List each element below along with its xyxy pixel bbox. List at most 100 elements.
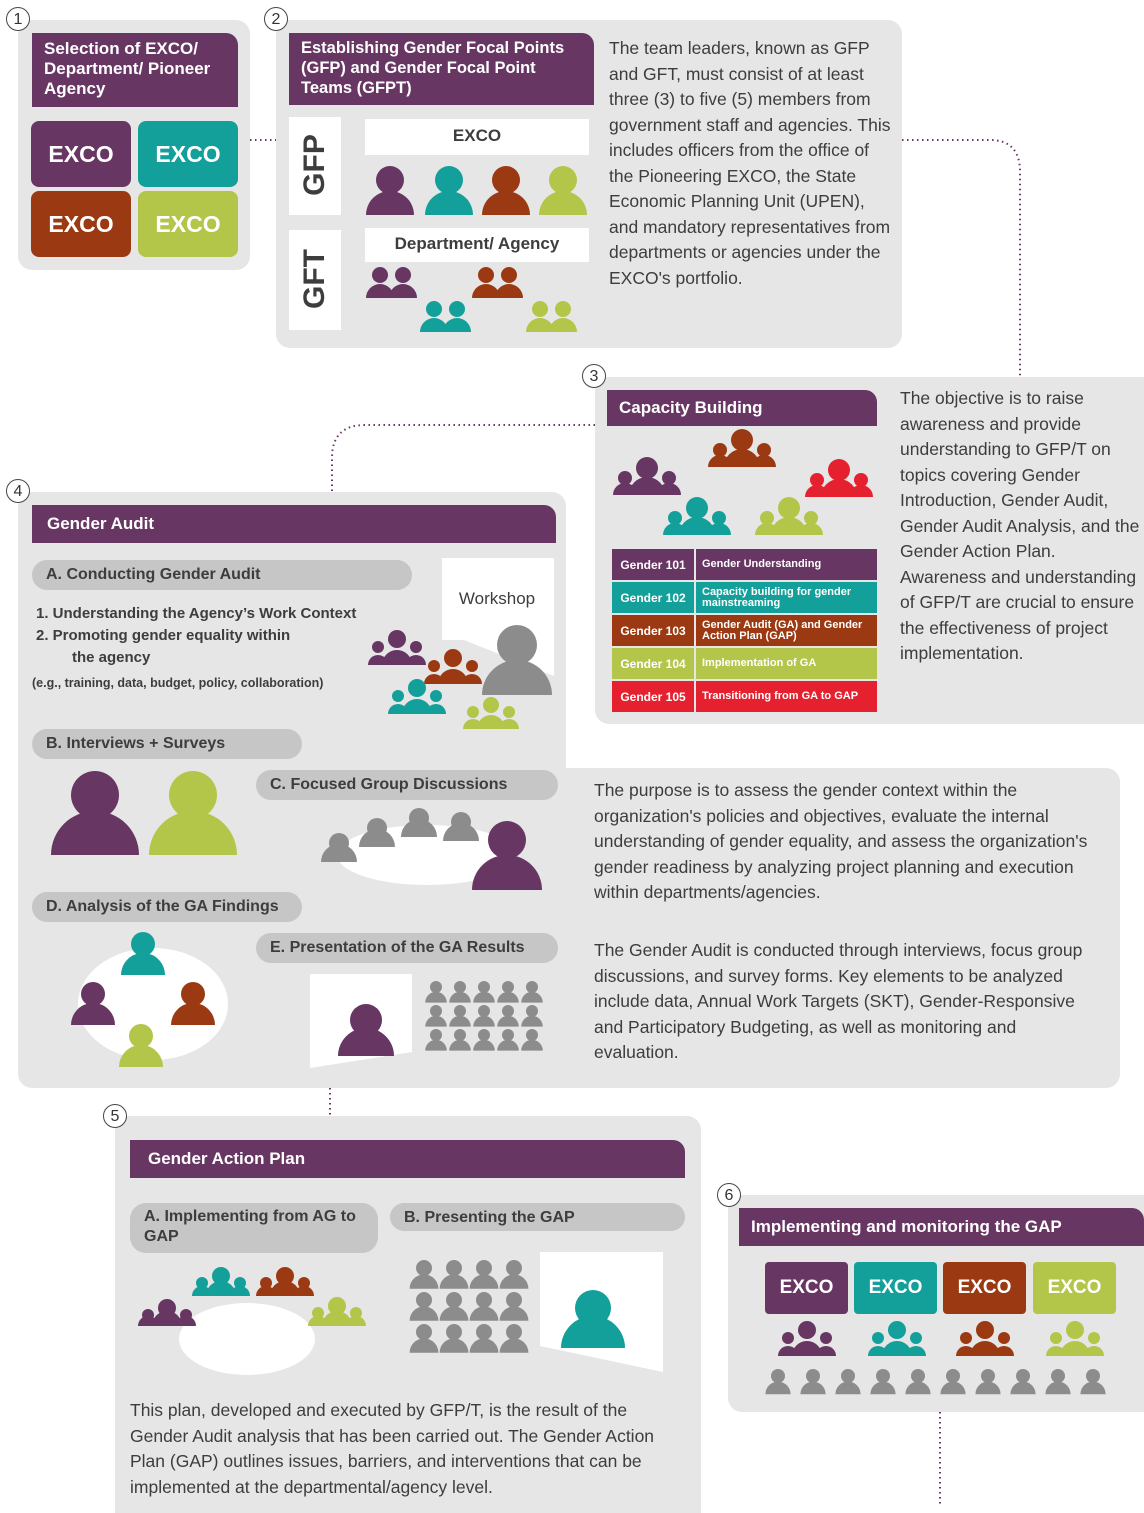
step-a-note: (e.g., training, data, budget, policy, c… <box>32 676 324 690</box>
person-icon-body <box>439 1274 469 1289</box>
person-icon-body <box>497 1015 519 1027</box>
person-icon <box>478 981 490 993</box>
person-icon <box>806 1369 820 1383</box>
step1-tile-lime: EXCO <box>138 191 238 257</box>
step-a-item-2-cont: the agency <box>72 649 151 666</box>
person-icon-body <box>905 1381 931 1395</box>
module-topic: Transitioning from GA to GAP <box>696 681 877 712</box>
person-icon-body <box>409 1274 439 1289</box>
person-icon-body <box>870 1381 896 1395</box>
person-icon-body <box>835 1381 861 1395</box>
gfp-people-icons <box>366 166 587 215</box>
person-icon-body <box>439 1338 469 1353</box>
person-icon <box>454 1029 466 1041</box>
person-icon <box>946 1369 960 1383</box>
person-icon <box>366 166 414 215</box>
module-code: Gender 103 <box>612 615 694 646</box>
person-icon-body <box>439 1306 469 1321</box>
person-icon-body <box>469 1338 499 1353</box>
step3-number: 3 <box>582 364 606 388</box>
module-code: Gender 102 <box>612 582 694 613</box>
module-code: Gender 104 <box>612 648 694 679</box>
person-icon-body <box>473 1015 495 1027</box>
person-icon-body <box>469 1306 499 1321</box>
person-icon-body <box>425 991 447 1003</box>
person-icon <box>454 981 466 993</box>
module-topic: Capacity building for gender mainstreami… <box>696 582 877 613</box>
person-icon-body <box>1080 1381 1106 1395</box>
step4-title: Gender Audit <box>32 505 556 543</box>
dept-bar-label: Department/ Agency <box>394 234 560 253</box>
person-icon <box>478 1005 490 1017</box>
step6-tile-teal: EXCO <box>854 1262 937 1314</box>
gap-implement-table-icon <box>138 1267 366 1375</box>
person-icon <box>506 1260 522 1276</box>
step1-tile-purple: EXCO <box>31 121 131 187</box>
step-a-item-2: 2. Promoting gender equality within <box>36 627 291 644</box>
step1-tile-rust: EXCO <box>31 191 131 257</box>
crowd-group <box>425 981 543 1051</box>
step6-title: Implementing and monitoring the GAP <box>739 1208 1144 1246</box>
gap-audience-crowd-icon <box>409 1260 529 1353</box>
person-icon <box>911 1369 925 1383</box>
step4-description-1: The purpose is to assess the gender cont… <box>594 780 1088 902</box>
gender-audit-step-d: D. Analysis of the GA Findings <box>32 892 302 922</box>
person-icon-body <box>499 1306 529 1321</box>
exco-bar-label: EXCO <box>452 126 502 145</box>
person-icon-body <box>975 1381 1001 1395</box>
person-icon <box>506 1324 522 1340</box>
person-icon-body <box>800 1381 826 1395</box>
person-icon <box>502 1029 514 1041</box>
fgd-table-icon <box>321 808 542 890</box>
person-icon <box>1051 1369 1065 1383</box>
module-code: Gender 105 <box>612 681 694 712</box>
step1-title: Selection of EXCO/ Department/ Pioneer A… <box>32 33 238 107</box>
step5-title: Gender Action Plan <box>130 1140 685 1178</box>
step3-description: The objective is to raise awareness and … <box>900 388 1140 663</box>
crowd-group-2 <box>409 1260 529 1353</box>
person-icon <box>430 1005 442 1017</box>
person-icon <box>482 166 530 215</box>
person-icon <box>526 1029 538 1041</box>
person-icon <box>416 1260 432 1276</box>
step1-number: 1 <box>6 7 30 31</box>
person-icon-body <box>425 1015 447 1027</box>
person-icon <box>539 166 587 215</box>
person-icon-body <box>497 1039 519 1051</box>
person-icon <box>476 1324 492 1340</box>
person-icon <box>771 1369 785 1383</box>
step6-tile-purple: EXCO <box>765 1262 848 1314</box>
person-icon-body <box>499 1274 529 1289</box>
module-topic: Gender Audit (GA) and Gender Action Plan… <box>696 615 877 646</box>
person-icon <box>506 1292 522 1308</box>
gender-audit-step-c: C. Focused Group Discussions <box>256 770 558 800</box>
person-icon-body <box>521 1015 543 1027</box>
step6-tile-rust: EXCO <box>943 1262 1026 1314</box>
gft-label-box <box>289 230 341 330</box>
person-icon-body <box>409 1306 439 1321</box>
capacity-people-icons <box>613 429 873 535</box>
gft-label: GFT <box>298 249 331 309</box>
step6-number: 6 <box>717 1183 741 1207</box>
person-icon <box>416 1292 432 1308</box>
step2-description: The team leaders, known as GFP and GFT, … <box>609 38 891 288</box>
gfp-label-box <box>289 117 341 215</box>
person-icon-body <box>1010 1381 1036 1395</box>
person-icon-body <box>497 991 519 1003</box>
person-icon-body <box>425 1039 447 1051</box>
person-icon-body <box>473 1039 495 1051</box>
gap-step-b: B. Presenting the GAP <box>390 1203 685 1231</box>
analysis-circle-icon <box>71 932 228 1067</box>
person-icon-body <box>409 1338 439 1353</box>
gender-audit-step-e: E. Presentation of the GA Results <box>256 933 558 963</box>
workshop-people-icons <box>368 625 552 729</box>
exco-bar <box>365 119 589 155</box>
person-icon-body <box>499 1338 529 1353</box>
person-icon <box>502 1005 514 1017</box>
person-icon-body <box>1045 1381 1071 1395</box>
step-a-item-1: 1. Understanding the Agency’s Work Conte… <box>36 605 357 622</box>
person-icon-body <box>469 1274 499 1289</box>
